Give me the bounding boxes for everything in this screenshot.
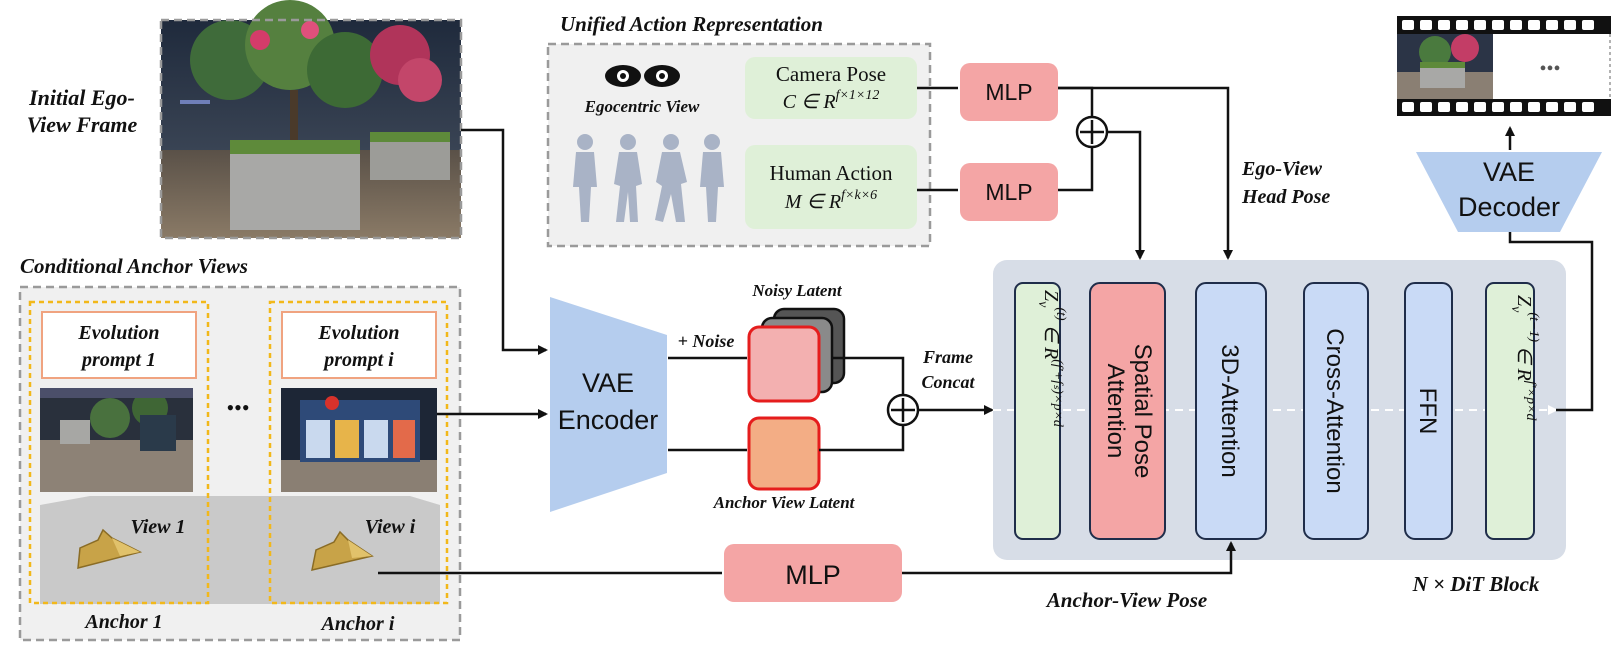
ffn-box	[1404, 282, 1453, 540]
film-ellipsis: •••	[1539, 58, 1560, 80]
cross-attention-box	[1303, 282, 1369, 540]
spatial-pose-attention-box	[1089, 282, 1166, 540]
camera-plane-icon-i	[311, 530, 374, 571]
mlp-anchor-label: MLP	[785, 560, 841, 590]
anchor-view-pose-label: Anchor-View Pose	[1045, 588, 1207, 612]
anchor-view-latent-label: Anchor View Latent	[713, 493, 856, 512]
vae-decoder-line1: VAE	[1483, 157, 1535, 187]
anchor-i-frame	[268, 300, 449, 605]
frame-concat-line2: Concat	[921, 372, 975, 392]
human-action-box	[745, 145, 917, 229]
cross-attention-label: Cross-Attention	[1321, 328, 1348, 493]
view-1-label: View 1	[130, 516, 185, 538]
spatial-pose-attention-line2: Attention	[1102, 364, 1129, 459]
evolution-prompt-i-box	[281, 311, 437, 379]
evolution-prompt-i-line2: prompt i	[322, 349, 394, 371]
z-output-box	[1485, 282, 1535, 540]
3d-attention-label: 3D-Attention	[1216, 344, 1243, 477]
human-action-title: Human Action	[769, 161, 893, 185]
human-action-formula: M ∈ Rf×k×6	[784, 188, 877, 213]
mlp-action-box	[960, 163, 1058, 221]
camera-plane-icon-1	[77, 528, 143, 569]
3d-attention-box	[1195, 282, 1267, 540]
noise-label: + Noise	[678, 331, 735, 351]
frame-concat-line1: Frame	[922, 347, 973, 367]
initial-frame-label-line2: View Frame	[27, 112, 138, 137]
camera-pose-box	[745, 57, 917, 119]
vae-encoder-line2: Encoder	[558, 405, 659, 435]
z-output-label: Zv(t−1)∈ Rf′×p×d	[1508, 295, 1541, 422]
anchor-view-i-image	[281, 388, 437, 492]
ego-head-pose-line2: Head Pose	[1241, 186, 1330, 208]
mlp-camera-label: MLP	[985, 79, 1032, 105]
egocentric-view-label: Egocentric View	[584, 97, 700, 116]
initial-frame-label-line1: Initial Ego-	[28, 85, 135, 110]
initial-frame-image	[161, 0, 461, 238]
evolution-prompt-1-box	[41, 311, 197, 379]
evolution-prompt-i-line1: Evolution	[317, 322, 399, 344]
anchor-1-label: Anchor 1	[83, 611, 162, 633]
mlp-action-label: MLP	[985, 179, 1032, 205]
anchor-view-latent-box	[747, 416, 821, 491]
z-input-box	[1014, 282, 1061, 540]
anchor-ellipsis: •••	[226, 395, 249, 420]
camera-pose-formula: C ∈ Rf×1×12	[783, 88, 880, 113]
vae-decoder-shape	[1416, 152, 1602, 232]
z-input-label: Zv(t)∈ R(f′+fₛ)×p×d	[1035, 290, 1068, 428]
anchor-ground	[40, 496, 440, 604]
mlp-anchor-box	[724, 544, 902, 602]
mlp-camera-box	[960, 63, 1058, 121]
spatial-pose-attention-line1: Spatial Pose	[1129, 344, 1156, 479]
vae-decoder-line2: Decoder	[1458, 192, 1560, 222]
ego-head-pose-line1: Ego-View	[1241, 158, 1323, 180]
conditional-anchor-title: Conditional Anchor Views	[20, 254, 248, 278]
anchor-view-1-image	[40, 388, 193, 492]
anchor-i-label: Anchor i	[320, 613, 395, 635]
dit-block-label: N × DiT Block	[1412, 572, 1540, 596]
anchor-1-frame	[28, 300, 210, 605]
output-film-strip	[1397, 16, 1611, 116]
vae-encoder-line1: VAE	[582, 368, 634, 398]
view-i-label: View i	[365, 516, 416, 538]
noisy-latent-label: Noisy Latent	[751, 281, 843, 300]
evolution-prompt-1-line1: Evolution	[77, 322, 159, 344]
eye-icon	[605, 65, 680, 87]
ffn-label: FFN	[1414, 388, 1441, 435]
evolution-prompt-1-line2: prompt 1	[80, 349, 156, 371]
camera-pose-title: Camera Pose	[776, 62, 886, 86]
unified-action-title: Unified Action Representation	[560, 12, 823, 36]
human-figures-icon	[573, 134, 724, 222]
vae-encoder-shape	[550, 297, 667, 512]
noisy-latent-front	[747, 325, 821, 403]
